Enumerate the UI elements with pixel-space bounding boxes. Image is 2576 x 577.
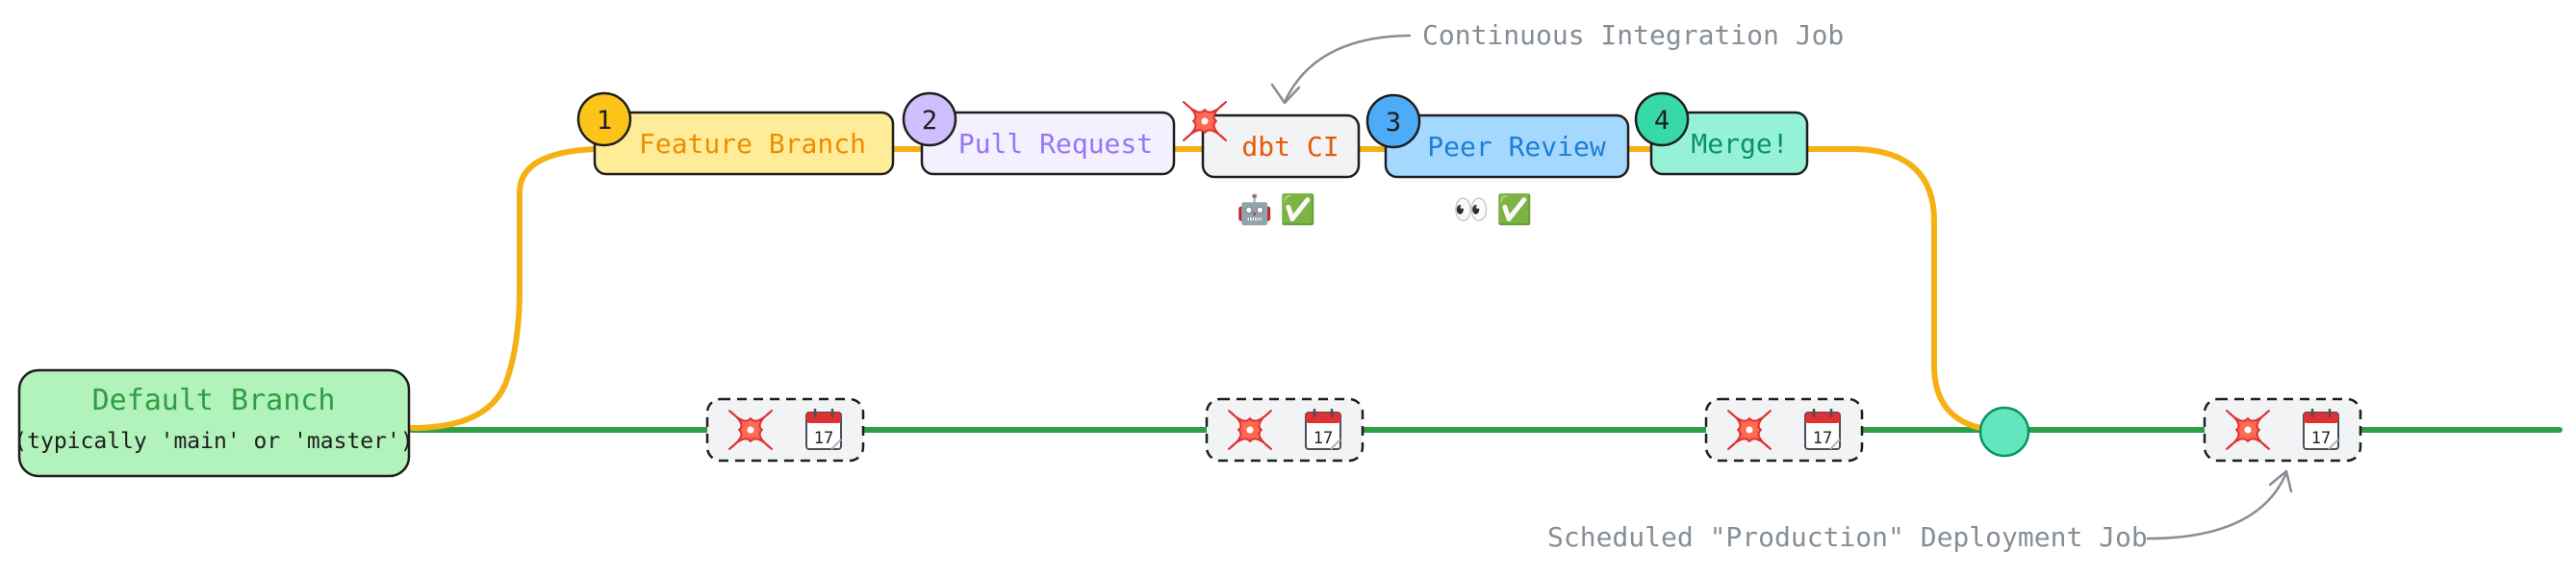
step-2-number: 2: [922, 106, 937, 136]
calendar-icon: 17: [1803, 407, 1842, 451]
ci-annotation: Continuous Integration Job: [1270, 19, 1844, 105]
svg-text:17: 17: [2311, 429, 2331, 448]
svg-text:17: 17: [1813, 429, 1832, 448]
step-3-number: 3: [1386, 108, 1401, 138]
step-merge-label: Merge!: [1691, 128, 1788, 160]
eyes-icon: 👀: [1453, 193, 1489, 227]
robot-icon: 🤖: [1237, 192, 1272, 227]
svg-text:17: 17: [1314, 429, 1333, 448]
step-2-badge: [902, 91, 957, 147]
feature-branch-line: [409, 146, 1995, 433]
step-3-badge: [1365, 93, 1421, 149]
step-4-number: 4: [1654, 106, 1670, 136]
default-branch-node: Default Branch (typically 'main' or 'mas…: [13, 368, 414, 478]
step-1-number: 1: [597, 106, 612, 136]
step-merge: Merge! 4: [1634, 91, 1809, 176]
scheduled-job-1: 17: [705, 397, 865, 463]
scheduled-annotation-text: Scheduled "Production" Deployment Job: [1547, 521, 2148, 553]
step-feature-branch-label: Feature Branch: [639, 128, 866, 160]
check-icon: ✅: [1280, 192, 1315, 227]
svg-text:17: 17: [814, 429, 833, 448]
default-branch-subtitle: (typically 'main' or 'master'): [13, 429, 413, 454]
calendar-icon: 17: [1304, 407, 1342, 451]
scheduled-annotation-arrow: [2146, 473, 2287, 540]
calendar-icon: 17: [2302, 407, 2340, 451]
step-pull-request: Pull Request 2: [902, 91, 1176, 176]
scheduled-job-4: 17: [2203, 397, 2362, 463]
scheduled-annotation: Scheduled "Production" Deployment Job: [1547, 469, 2293, 553]
step-dbt-ci-label: dbt CI: [1241, 131, 1339, 163]
calendar-icon: 17: [804, 407, 843, 451]
step-feature-branch: Feature Branch 1: [576, 91, 895, 176]
merge-commit-node: [1978, 406, 2030, 458]
step-dbt-ci: dbt CI: [1183, 101, 1361, 179]
step-pull-request-label: Pull Request: [958, 128, 1153, 160]
check-icon: ✅: [1496, 192, 1532, 227]
ci-annotation-arrow: [1284, 34, 1412, 102]
default-branch-title: Default Branch: [92, 384, 336, 417]
scheduled-job-3: 17: [1704, 397, 1864, 463]
step-1-badge: [576, 91, 632, 147]
step-4-badge: [1634, 91, 1690, 147]
ci-annotation-text: Continuous Integration Job: [1422, 19, 1844, 51]
scheduled-job-2: 17: [1205, 397, 1365, 463]
step-peer-review-label: Peer Review: [1427, 131, 1606, 163]
step-peer-review: Peer Review 3: [1365, 93, 1630, 179]
